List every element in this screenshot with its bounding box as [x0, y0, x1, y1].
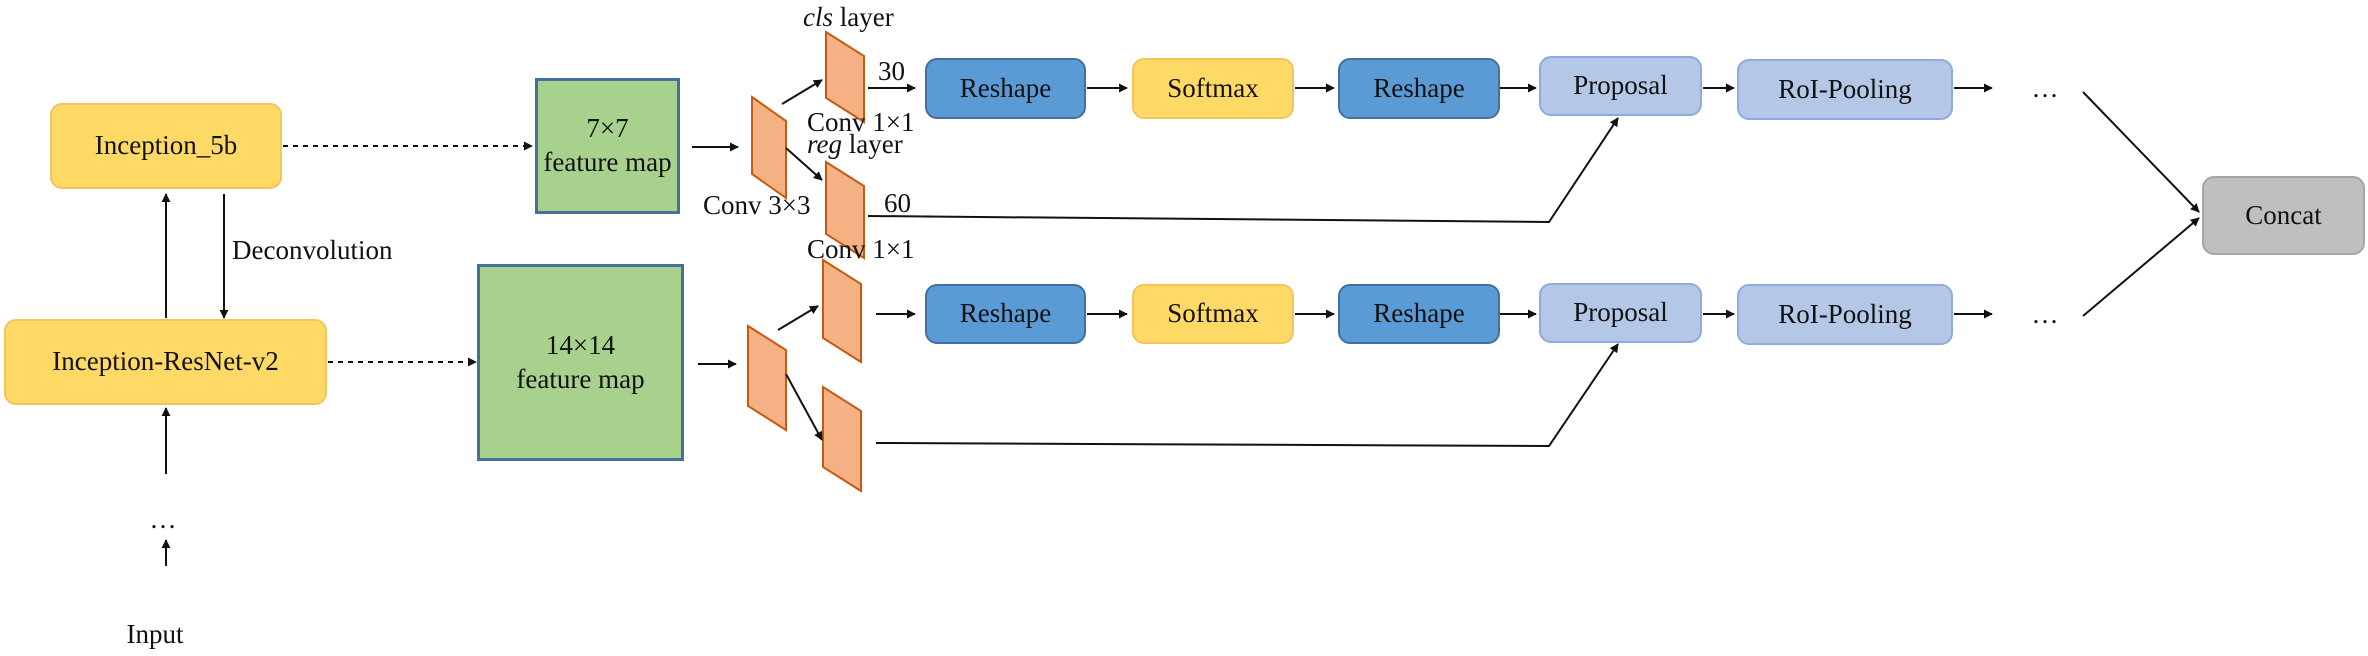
arrow-top-to-concat [2082, 91, 2200, 213]
arrow-conv-top-cls [781, 79, 823, 105]
proposal-bottom: Proposal [1539, 283, 1702, 343]
arrow-conv-bottom-cls [777, 305, 819, 331]
conv1x1-cls-top-block [825, 30, 865, 124]
conv1x1-bottom-label: Conv 1×1 [807, 234, 915, 264]
arrow-conv-bottom-reg [785, 373, 823, 441]
feature-map-14x14: 14×14 feature map [477, 264, 684, 461]
feature-map-14x14-caption: feature map [516, 363, 645, 394]
cls-channels-label: 30 [878, 56, 905, 86]
roi-pooling-top: RoI-Pooling [1737, 59, 1953, 120]
backbone-ellipsis: … [149, 504, 177, 534]
roi-pooling-bottom: RoI-Pooling [1737, 284, 1953, 345]
reg-to-proposal-top [867, 117, 1619, 224]
conv3x3-label: Conv 3×3 [703, 190, 811, 220]
softmax-bottom: Softmax [1132, 284, 1294, 344]
deconvolution-label: Deconvolution [232, 235, 393, 265]
conv1x1-top-label: Conv 1×1 [807, 107, 915, 137]
ellipsis-top: … [2031, 73, 2059, 103]
conv1x1-cls-bottom-block [822, 258, 862, 364]
ellipsis-bottom: … [2031, 299, 2059, 329]
reg-layer-word: layer [848, 129, 903, 159]
proposal-top: Proposal [1539, 56, 1702, 116]
reshape-bottom-2: Reshape [1338, 284, 1500, 344]
reg-to-proposal-bottom [875, 343, 1619, 448]
feature-map-14x14-size: 14×14 [545, 329, 616, 360]
input-label: Input [126, 619, 184, 649]
conv1x1-reg-bottom-block [822, 385, 862, 493]
feature-map-7x7-caption: feature map [543, 147, 672, 177]
reshape-top-2: Reshape [1338, 58, 1500, 119]
arrow-bottom-to-concat [2082, 217, 2200, 317]
reshape-bottom-1: Reshape [925, 284, 1086, 344]
reg-channels-label: 60 [884, 188, 911, 218]
cls-layer-word: layer [839, 2, 894, 32]
cls-layer-label: cls layer [803, 4, 894, 31]
inception-5b-node: Inception_5b [50, 103, 282, 189]
inception-resnet-v2-node: Inception-ResNet-v2 [4, 319, 327, 405]
feature-map-7x7-size: 7×7 [586, 113, 629, 144]
conv3x3-bottom-block [747, 324, 787, 432]
reg-layer-name: reg [807, 129, 842, 159]
conv1x1-reg-top-block [825, 160, 865, 260]
cls-layer-name: cls [803, 2, 833, 32]
conv3x3-top-block [751, 95, 787, 200]
reshape-top-1: Reshape [925, 58, 1086, 119]
feature-map-7x7: 7×7 feature map [535, 78, 680, 214]
concat-node: Concat [2202, 176, 2365, 255]
reg-layer-label: reg layer [807, 131, 903, 158]
softmax-top: Softmax [1132, 58, 1294, 119]
arrow-conv-top-reg [785, 147, 823, 181]
